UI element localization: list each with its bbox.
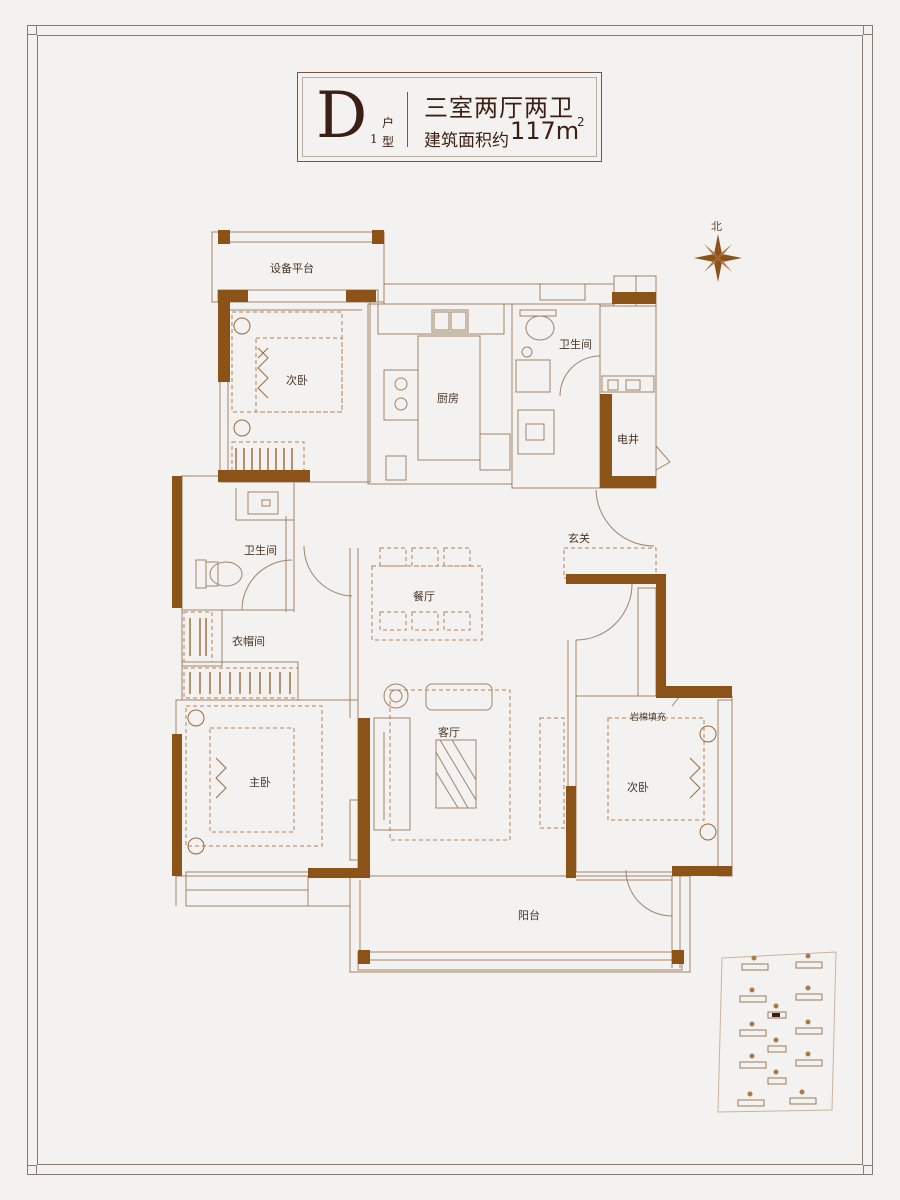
unit-type-word-2: 型: [382, 135, 395, 149]
room-label-dining-room: 餐厅: [413, 590, 435, 603]
frame-corner: [863, 25, 873, 35]
frame-corner: [27, 1165, 37, 1175]
area-value: 117m: [510, 117, 580, 145]
structural-walls: [172, 230, 732, 964]
room-label-bathroom-north: 卫生间: [559, 338, 592, 351]
key-plan: [717, 951, 837, 1113]
room-label-bathroom-west: 卫生间: [244, 544, 277, 557]
room-label-secondary-bedroom-north: 次卧: [286, 374, 308, 387]
room-label-kitchen: 厨房: [437, 392, 459, 405]
unit-type-number: 1: [370, 132, 378, 146]
room-label-master-bedroom: 主卧: [249, 776, 271, 789]
title-separator: [407, 92, 408, 147]
room-label-entrance: 玄关: [568, 532, 590, 545]
unit-type-letter: D: [316, 79, 368, 153]
outer-frame: [27, 25, 873, 1175]
title-box: [297, 72, 602, 162]
room-label-balcony: 阳台: [518, 909, 540, 922]
room-label-cloakroom: 衣帽间: [232, 635, 265, 648]
north-label: 北: [711, 220, 722, 233]
room-label-electric-shaft: 电井: [617, 433, 639, 446]
note-insulation-fill: 岩棉填充: [630, 713, 667, 723]
compass-rose: [694, 234, 742, 282]
frame-corner: [863, 1165, 873, 1175]
bed-north-outline: [231, 311, 343, 413]
unit-type-word-1: 户: [382, 116, 395, 130]
area-label: 建筑面积约: [424, 131, 509, 151]
area-unit-superscript: 2: [577, 115, 585, 129]
title-box-inner: [302, 77, 597, 157]
layout-description: 三室两厅两卫: [424, 94, 574, 122]
room-label-living-room: 客厅: [438, 726, 460, 739]
room-label-secondary-bedroom-east: 次卧: [627, 781, 649, 794]
inner-frame: [37, 35, 863, 1165]
frame-corner: [27, 25, 37, 35]
room-label-equipment-platform: 设备平台: [270, 262, 314, 275]
